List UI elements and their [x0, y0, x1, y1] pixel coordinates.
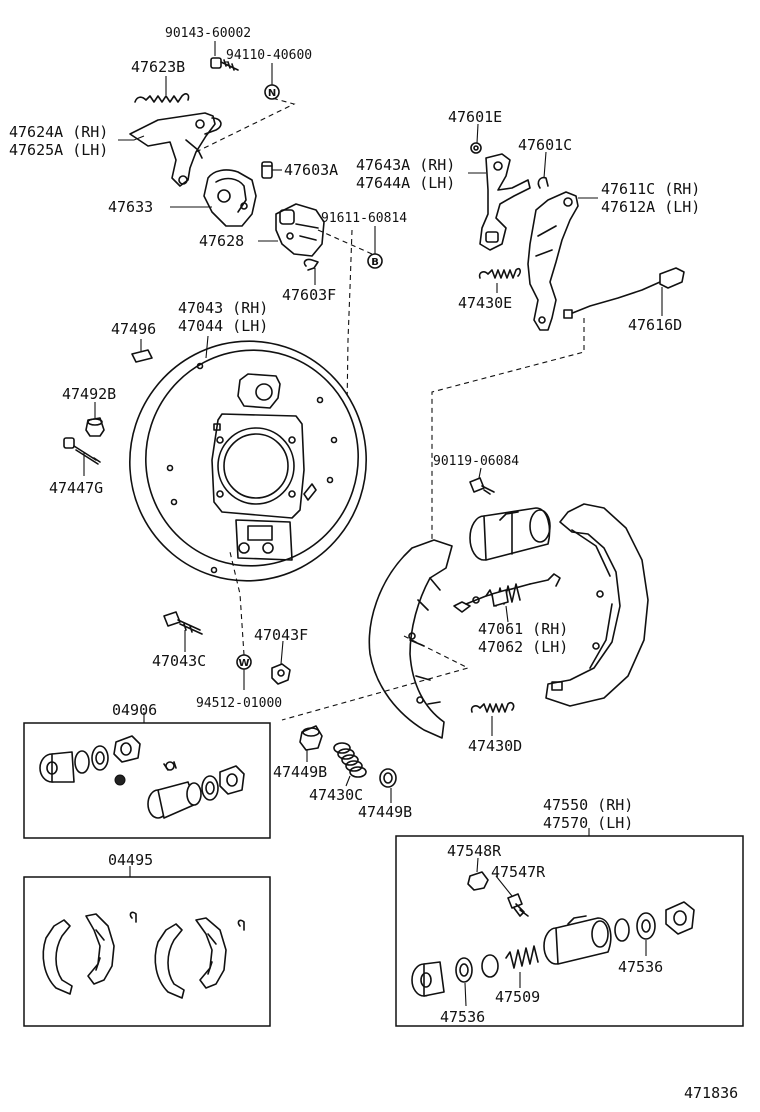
spring-47430D: [470, 701, 515, 713]
label-47043F: 47043F: [254, 626, 308, 644]
label-47492B: 47492B: [62, 385, 116, 403]
brake-shoe-left: [368, 539, 453, 739]
plug-47496: [131, 349, 153, 363]
spring-47623B: [134, 93, 190, 103]
nut-47043F: [271, 663, 291, 685]
adjuster-47061: [453, 573, 561, 613]
label-04495: 04495: [108, 851, 153, 869]
label-94512-01000: 94512-01000: [196, 696, 282, 711]
cup-kit-04906-parts: [39, 735, 245, 819]
spring-47430C: [333, 742, 367, 778]
label-47633: 47633: [108, 198, 153, 216]
label-47536-b: 47536: [440, 1008, 485, 1026]
shoe-kit-04495-parts: [42, 911, 245, 999]
label-47496: 47496: [111, 320, 156, 338]
label-47601E: 47601E: [448, 108, 502, 126]
pin-47603A: [261, 161, 273, 179]
label-94110-40600: 94110-40600: [226, 48, 312, 63]
label-47550: 47550 (RH): [543, 796, 633, 814]
svg-text:B: B: [371, 257, 379, 268]
bleeder-cap-47548R: [467, 871, 489, 891]
bolt-47043C: [163, 611, 203, 635]
lever-47611C: [527, 191, 579, 331]
bleeder-screw-47547R: [507, 893, 529, 917]
svg-text:N: N: [268, 88, 276, 99]
b-clip-91611-60814: B: [367, 253, 383, 269]
label-47430C: 47430C: [309, 786, 363, 804]
label-47430E: 47430E: [458, 294, 512, 312]
label-47547R: 47547R: [491, 863, 546, 881]
lever-47624A: [129, 112, 222, 187]
wheel-cylinder-assy-parts: [411, 901, 695, 997]
bracket-47628: [275, 203, 325, 257]
label-47449B-a: 47449B: [273, 763, 327, 781]
label-47643A: 47643A (RH): [356, 156, 455, 174]
bellcrank-47633: [203, 169, 257, 227]
n-clip-94110-40600: N: [264, 84, 280, 100]
bolt-90143-60002: [210, 57, 239, 71]
spring-47430E: [478, 267, 521, 279]
label-47644A: 47644A (LH): [356, 174, 455, 192]
label-47603A: 47603A: [284, 161, 338, 179]
label-47447G: 47447G: [49, 479, 103, 497]
label-47570: 47570 (LH): [543, 814, 633, 832]
kit-box-04906: [23, 722, 271, 839]
label-47611C: 47611C (RH): [601, 180, 700, 198]
label-47043: 47043 (RH): [178, 299, 268, 317]
label-04906: 04906: [112, 701, 157, 719]
label-47601C: 47601C: [518, 136, 572, 154]
label-47603F: 47603F: [282, 286, 336, 304]
label-47625A: 47625A (LH): [9, 141, 108, 159]
label-90143-60002: 90143-60002: [165, 26, 251, 41]
cable-47616D: [563, 267, 685, 319]
clip-47603F: [303, 258, 319, 271]
label-47624A: 47624A (RH): [9, 123, 108, 141]
bolt-47447G: [63, 437, 101, 465]
svg-text:W: W: [238, 658, 249, 669]
bolt-90119-06084: [469, 477, 495, 495]
label-47061: 47061 (RH): [478, 620, 568, 638]
label-47536-a: 47536: [618, 958, 663, 976]
cup-47449B-b: [379, 768, 397, 788]
cup-47449B-a: [299, 725, 323, 751]
assy-box-47550: [395, 835, 744, 1027]
washer-47601E: [470, 142, 482, 154]
kit-box-04495: [23, 876, 271, 1027]
label-91611-60814: 91611-60814: [321, 211, 407, 226]
wheel-cylinder-mid: [469, 507, 551, 561]
label-47616D: 47616D: [628, 316, 682, 334]
w-washer-94512-01000: W: [236, 654, 252, 670]
diagram-id: 471836: [684, 1084, 738, 1102]
label-47043C: 47043C: [152, 652, 206, 670]
label-90119-06084: 90119-06084: [433, 454, 519, 469]
clip-47601C: [537, 176, 549, 189]
label-47548R: 47548R: [447, 842, 502, 860]
label-47044: 47044 (LH): [178, 317, 268, 335]
grommet-47492B: [85, 417, 105, 437]
label-47623B: 47623B: [131, 58, 185, 76]
brake-shoe-right: [545, 503, 649, 707]
label-47430D: 47430D: [468, 737, 522, 755]
label-47449B-b: 47449B: [358, 803, 412, 821]
backing-plate-47043: [129, 340, 367, 582]
label-47062: 47062 (LH): [478, 638, 568, 656]
label-47509: 47509: [495, 988, 540, 1006]
label-47612A: 47612A (LH): [601, 198, 700, 216]
label-47628: 47628: [199, 232, 244, 250]
strut-47643A: [479, 153, 531, 251]
